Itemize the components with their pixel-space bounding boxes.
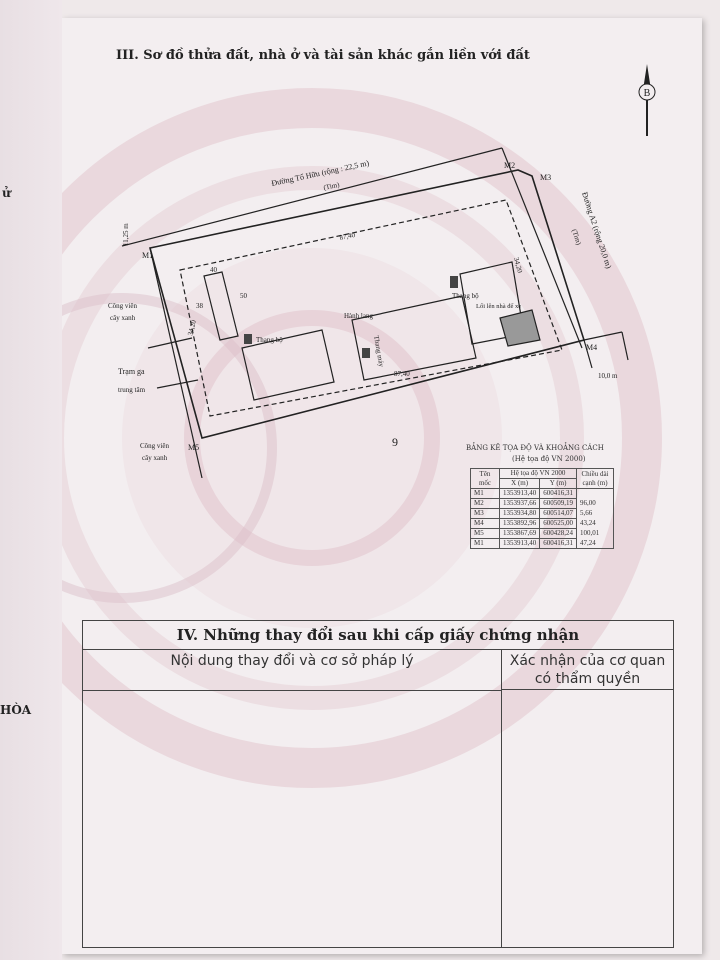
column-change-content: Nội dung thay đổi và cơ sở pháp lý (83, 650, 502, 691)
cell-name: M1 (470, 488, 500, 499)
corner-m3: M3 (540, 173, 551, 182)
road-top-center: (Tim) (323, 181, 341, 192)
cell-y: 600525,00 (539, 518, 577, 529)
cell-length: 100,01 (576, 528, 614, 539)
cell-x: 1353867,69 (498, 528, 541, 539)
cell-name: M1 (470, 538, 500, 549)
road-top-label: Đường Tố Hữu (rộng : 22,5 m) (271, 158, 371, 188)
cell-name: M2 (470, 498, 500, 509)
page-sheet: III. Sơ đồ thửa đất, nhà ở và tài sản kh… (62, 18, 702, 954)
column-authority-confirm: Xác nhận của cơ quan có thẩm quyền (502, 650, 673, 690)
cell-y: 600428,24 (539, 528, 577, 539)
th-x: X (m) (498, 478, 541, 489)
elevator-icon (362, 348, 370, 358)
stairs-2-icon (450, 276, 458, 288)
road-right-center: (Tim) (570, 228, 583, 246)
cell-y: 600509,19 (539, 498, 577, 509)
th-length: Chiều dài cạnh (m) (576, 468, 614, 489)
cell-x: 1353913,40 (498, 488, 541, 499)
dim-left: 34,20 (186, 319, 198, 337)
cell-name: M4 (470, 518, 500, 529)
cell-length: 43,24 (576, 518, 614, 529)
site-plan: Đường Tố Hữu (rộng : 22,5 m) (Tim) Đường… (108, 147, 629, 478)
plot-number: 9 (392, 435, 398, 449)
cell-length: 47,24 (576, 538, 614, 549)
dim-bottom: 87,40 (394, 370, 410, 378)
corner-m1: M1 (142, 251, 153, 260)
section-3-title: III. Sơ đồ thửa đất, nhà ở và tài sản kh… (116, 48, 530, 63)
road-right-label: Đường A2 (rộng 20,0 m) (580, 191, 613, 270)
elevator-label: Thang máy (372, 335, 385, 368)
park-2-line2: cây xanh (142, 454, 168, 462)
north-label: B (644, 88, 651, 99)
parking-label: Lối lên nhà để xe (476, 303, 521, 310)
cell-x: 1353937,66 (498, 498, 541, 509)
margin-fragment-top: ử (2, 186, 11, 200)
station-line2: trung tâm (118, 386, 146, 394)
station-line1: Trạm ga (118, 367, 145, 376)
cell-length: 5,66 (576, 508, 614, 519)
drum-watermark (62, 88, 662, 788)
stairs-1-label: Thang bộ (256, 336, 283, 344)
dim-right-setback: 10,0 m (598, 372, 618, 380)
cell-x: 1353913,40 (498, 538, 541, 549)
column-change-content-label: Nội dung thay đổi và cơ sở pháp lý (170, 653, 414, 669)
section-4-title: IV. Những thay đổi sau khi cấp giấy chứn… (83, 621, 673, 650)
dim-top: 87,40 (339, 231, 357, 242)
th-marker: Tên mốc (470, 468, 500, 489)
column-authority-line1: Xác nhận của cơ quan (509, 653, 666, 669)
cell-length: 96,00 (576, 498, 614, 509)
park-1-line2: cây xanh (110, 314, 136, 322)
cell-y: 600416,31 (539, 488, 577, 499)
column-authority-line2: có thẩm quyền (534, 671, 641, 687)
cell-x: 1353892,96 (498, 518, 541, 529)
north-arrow-icon: B (638, 64, 656, 136)
park-2-line1: Công viên (140, 442, 169, 450)
corner-m5: M5 (188, 443, 199, 452)
dim-small-2: 38 (196, 302, 204, 310)
dim-right: 34,20 (512, 256, 524, 274)
cell-name: M5 (470, 528, 500, 539)
dim-left-setback: 11,25 m (122, 223, 130, 246)
dim-small-3: 50 (240, 292, 248, 300)
th-system: Hệ tọa độ VN 2000 (499, 468, 577, 479)
park-1-line1: Công viên (108, 302, 137, 310)
stairs-2-label: Thang bộ (452, 292, 479, 300)
margin-fragment-bottom: HÒA (0, 703, 32, 717)
column-divider (501, 691, 502, 947)
cell-y: 600416,31 (539, 538, 577, 549)
dim-small-1: 40 (210, 266, 218, 274)
corridor-label: Hành lang (344, 312, 373, 320)
cell-x: 1353934,80 (498, 508, 541, 519)
corner-m2: M2 (504, 161, 515, 170)
stairs-1-icon (244, 334, 252, 344)
cell-length (576, 488, 614, 499)
corner-m4: M4 (586, 343, 597, 352)
th-y: Y (m) (539, 478, 577, 489)
section-4-table: IV. Những thay đổi sau khi cấp giấy chứn… (82, 620, 674, 948)
coord-table-subtitle: (Hệ tọa độ VN 2000) (512, 455, 586, 463)
coord-table: Tên mốc Hệ tọa độ VN 2000 Chiều dài cạnh… (470, 468, 614, 549)
coord-table-title: BẢNG KÊ TỌA ĐỘ VÀ KHOẢNG CÁCH (466, 444, 604, 452)
cell-name: M3 (470, 508, 500, 519)
cell-y: 600514,07 (539, 508, 577, 519)
previous-page-edge: ử HÒA (0, 0, 70, 960)
certificate-page: III. Sơ đồ thửa đất, nhà ở và tài sản kh… (62, 0, 720, 960)
